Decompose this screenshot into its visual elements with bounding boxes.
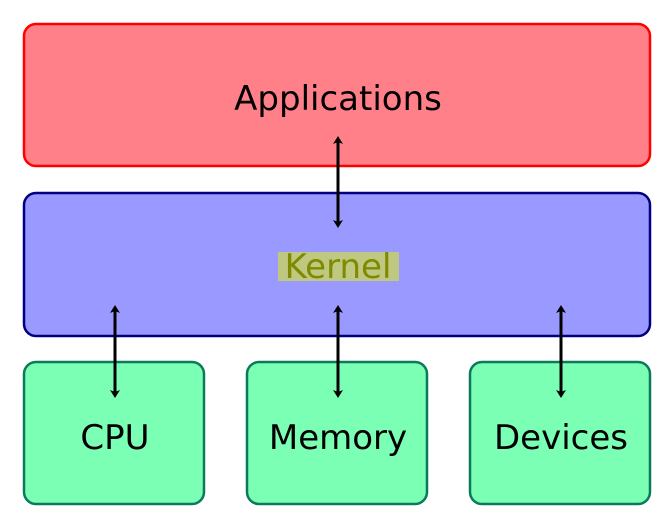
devices-box: Devices [468, 360, 652, 506]
applications-label: Applications [234, 79, 442, 119]
kernel-label: Kernel [285, 247, 392, 287]
applications-box: Applications [22, 22, 652, 168]
kernel-box: Kernel [22, 191, 652, 338]
kernel-highlight [278, 252, 399, 281]
cpu-label: CPU [80, 418, 149, 458]
memory-label: Memory [269, 418, 407, 458]
memory-box: Memory [245, 360, 429, 506]
devices-label: Devices [494, 418, 628, 458]
